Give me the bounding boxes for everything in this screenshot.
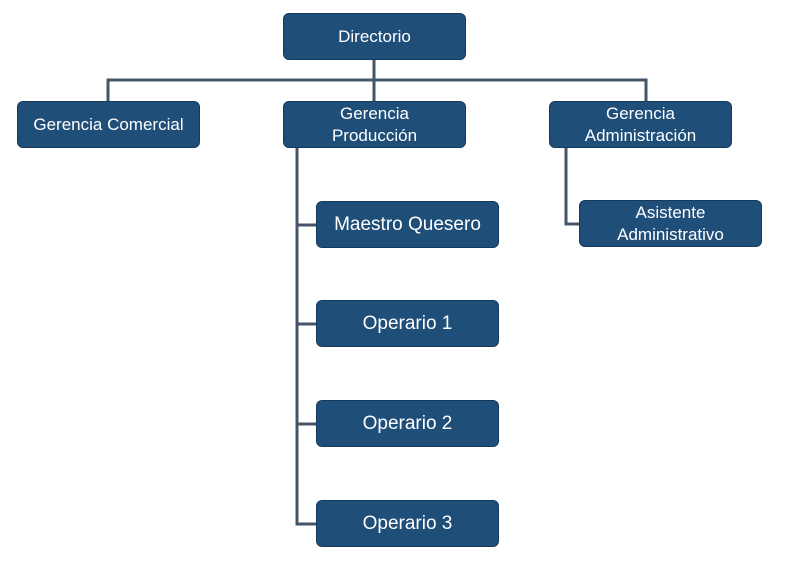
node-label: Gerencia Comercial	[33, 114, 184, 134]
node-label: Maestro Quesero	[334, 213, 481, 235]
node-gerencia-comercial: Gerencia Comercial	[17, 101, 200, 148]
node-label: Gerencia Producción	[331, 104, 418, 145]
node-label: Directorio	[338, 26, 411, 46]
node-label: Operario 1	[362, 312, 453, 334]
node-directorio: Directorio	[283, 13, 466, 60]
node-operario-3: Operario 3	[316, 500, 499, 547]
node-label: Asistente Administrativo	[617, 203, 724, 244]
node-operario-1: Operario 1	[316, 300, 499, 347]
node-asistente-administrativo: Asistente Administrativo	[579, 200, 762, 247]
node-label: Gerencia Administración	[584, 104, 697, 145]
node-operario-2: Operario 2	[316, 400, 499, 447]
node-gerencia-produccion: Gerencia Producción	[283, 101, 466, 148]
node-gerencia-administracion: Gerencia Administración	[549, 101, 732, 148]
node-maestro-quesero: Maestro Quesero	[316, 201, 499, 248]
node-label: Operario 2	[362, 412, 453, 434]
node-label: Operario 3	[362, 512, 453, 534]
